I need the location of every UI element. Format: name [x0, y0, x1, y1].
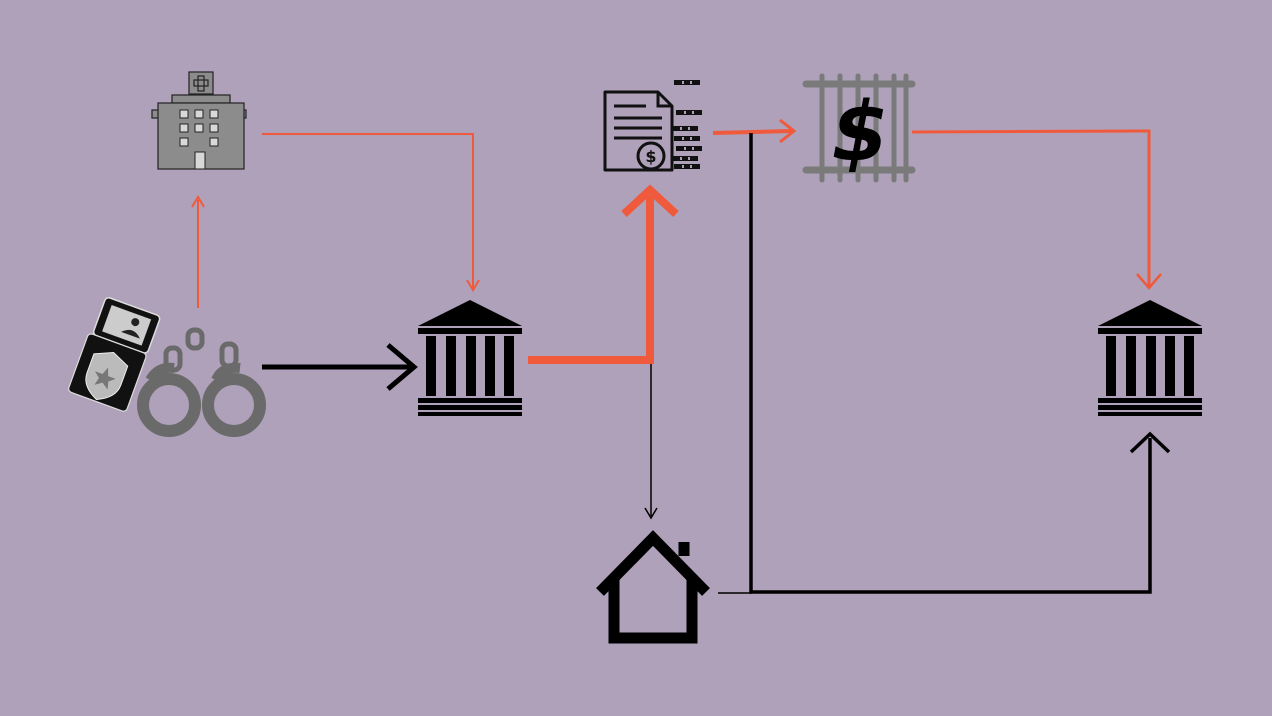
bail-document-icon: $ [603, 80, 702, 172]
svg-text:$: $ [645, 147, 656, 166]
connector-home-to-court [718, 133, 1171, 594]
courthouse-icon [418, 300, 522, 416]
money-behind-bars-icon: $ [802, 73, 916, 183]
courthouse-final-icon [1098, 300, 1202, 416]
connector-arrest-to-court [262, 343, 418, 391]
police-badge-icon [68, 297, 161, 412]
police-badge-and-handcuffs-icon [68, 297, 266, 437]
connector-court-to-bail-document [528, 184, 679, 364]
hospital-building-icon [151, 71, 247, 170]
connector-arrest-to-hospital [191, 195, 205, 308]
connector-jail-money-to-court [911, 129, 1162, 290]
connector-hospital-to-court [262, 133, 480, 292]
connector-bail-to-jail-money [712, 118, 797, 144]
svg-text:$: $ [831, 85, 888, 180]
house-icon [596, 530, 710, 644]
connector-court-to-home [644, 364, 658, 520]
handcuffs-icon [137, 327, 266, 437]
